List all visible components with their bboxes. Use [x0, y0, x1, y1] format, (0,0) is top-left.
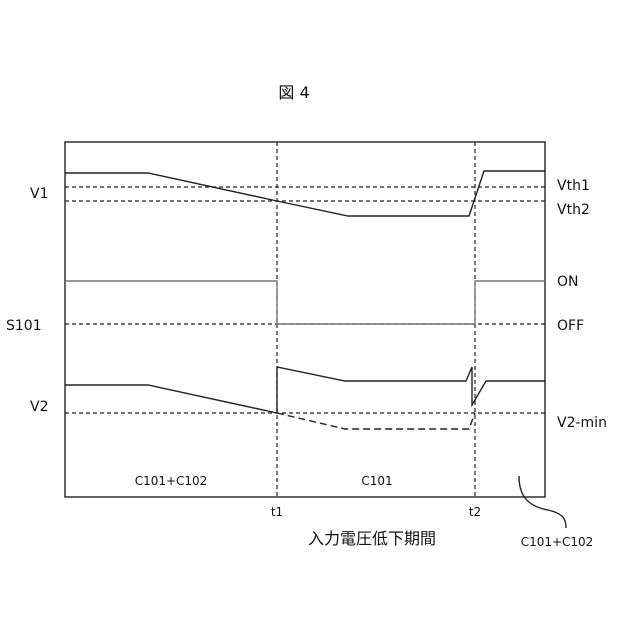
v2-waveform-with-c101: [277, 367, 545, 413]
figure-title: 図 4: [278, 83, 309, 102]
v1-waveform: [65, 171, 545, 216]
v2-waveform-before-t1: [65, 385, 277, 413]
on-label: ON: [557, 274, 579, 290]
s101-waveform: [65, 281, 545, 324]
period-label: 入力電圧低下期間: [308, 529, 436, 548]
v1-label: V1: [30, 186, 48, 202]
v2-label: V2: [30, 399, 48, 415]
t2-label: t2: [469, 505, 481, 519]
off-label: OFF: [557, 318, 584, 334]
t1-label: t1: [271, 505, 283, 519]
callout-label: C101+C102: [521, 535, 594, 549]
vth2-label: Vth2: [557, 202, 590, 218]
plot-frame: [65, 142, 545, 497]
v2-waveform-without-c102: [277, 413, 475, 429]
callout-leader-line: [519, 476, 566, 528]
s101-label: S101: [6, 318, 42, 334]
v2-min-label: V2-min: [557, 415, 607, 431]
vth1-label: Vth1: [557, 178, 590, 194]
region-label-c101-c102: C101+C102: [135, 474, 208, 488]
region-label-c101: C101: [361, 474, 392, 488]
